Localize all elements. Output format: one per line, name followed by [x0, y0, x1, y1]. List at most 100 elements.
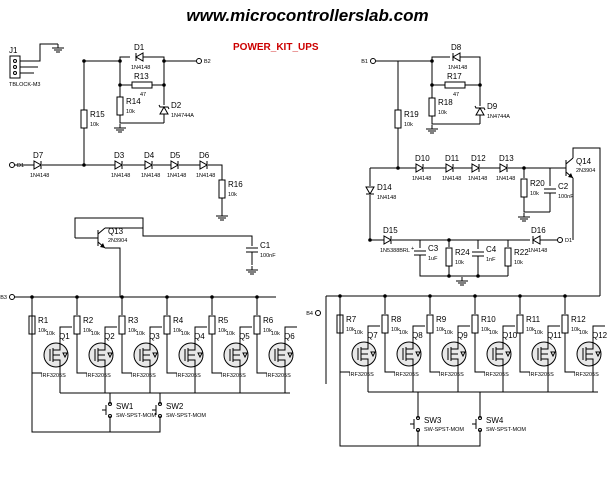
resistor-r24-value: 10k [455, 260, 464, 266]
left-bank-resistor-r6-ref: R6 [263, 316, 274, 325]
switch-sw2-value: SW-SPST-MOM [166, 413, 206, 419]
resistor-r15 [80, 109, 88, 129]
right-bank-resistor-r9-ref: R9 [436, 315, 447, 324]
left-bank-q3-mosfet [143, 359, 151, 367]
wire [105, 247, 121, 297]
wire [152, 61, 165, 86]
wire [367, 325, 380, 342]
transistor-q14-value: 2N3904 [576, 168, 595, 174]
wire [392, 239, 421, 248]
junction-dot [518, 294, 522, 298]
right-bank-resistor-r7-ref: R7 [346, 315, 357, 324]
zener-d2-ref: D2 [171, 101, 182, 110]
wire [284, 326, 297, 343]
left-bank-resistor-r5-ref: R5 [218, 316, 229, 325]
left-bank-q2-body-diode [107, 352, 113, 359]
capacitor-c4-value: 1nF [486, 257, 496, 263]
transistor-q14 [565, 157, 574, 165]
diode-d14-value: 1N4148 [377, 195, 396, 201]
left-bank-q2-ref: Q2 [104, 332, 115, 341]
resistor-r20 [520, 178, 528, 198]
left-bank-resistor-r3-value: 10k [128, 328, 137, 334]
left-bank-q6-value: IRF3205S [266, 373, 291, 379]
net-terminal [315, 310, 321, 316]
net-terminal [9, 294, 15, 300]
diode-d1-value: 1N4148 [131, 65, 150, 71]
left-bank-q6-mosfet [278, 343, 286, 351]
wire [431, 61, 445, 86]
junction-dot [255, 295, 259, 299]
left-bank-q5-value: IRF3205S [221, 373, 246, 379]
right-bank-q11-body-diode [550, 351, 556, 358]
right-bank-resistor-r9-value: 10k [436, 327, 445, 333]
left-bank-q6-ref: Q6 [284, 332, 295, 341]
zener-d9 [475, 106, 485, 116]
right-bank-q7-value: IRF3205S [349, 372, 374, 378]
right-bank-resistor-r12-value: 10k [571, 327, 580, 333]
wire [376, 60, 399, 110]
transistor-q13 [97, 227, 106, 235]
junction-dot [210, 295, 214, 299]
switch-sw2-ref: SW2 [166, 402, 184, 411]
diode-d13-ref: D13 [499, 154, 514, 163]
diode-d5-value: 1N4148 [167, 173, 186, 179]
left-bank-q1-mosfet [53, 343, 61, 351]
left-bank-resistor-r1-value: 10k [38, 328, 47, 334]
right-bank-q10-mosfet [496, 342, 504, 350]
left-bank-resistor-r4-ref: R4 [173, 316, 184, 325]
junction-dot [563, 294, 567, 298]
left-bank-resistor-r6 [253, 315, 261, 335]
zener-d9-value: 1N4744A [487, 114, 510, 120]
capacitor-c2-value: 100nF [558, 194, 574, 200]
left-bank-q5-body-diode [242, 352, 248, 359]
switch-sw3-value: SW-SPST-MOM [424, 427, 464, 433]
wire [104, 326, 117, 343]
left-bank-resistor-r1-ref: R1 [38, 316, 49, 325]
diode-d11-ref: D11 [445, 154, 460, 163]
diode-d8-value: 1N4148 [448, 65, 467, 71]
left-bank-q1-mosfet [53, 359, 61, 367]
left-bank-resistor-r4 [163, 315, 171, 335]
wire [98, 56, 130, 62]
wire [523, 197, 550, 213]
left-bank-q5-mosfet [233, 359, 241, 367]
diode-d6-ref: D6 [199, 151, 210, 160]
wire [143, 56, 196, 62]
resistor-r19 [394, 109, 402, 129]
transistor-q14-emitter-arrow [568, 173, 573, 178]
left-bank-q4-ref: Q4 [194, 332, 205, 341]
diode-d12 [471, 163, 481, 173]
resistor-r16-value: 10k [228, 192, 237, 198]
capacitor-c1-value: 100nF [260, 253, 276, 259]
left-bank-q6-body-diode [287, 352, 293, 359]
right-bank-resistor-r10-ref: R10 [481, 315, 496, 324]
right-bank-q10-mosfet [496, 358, 504, 366]
left-bank-r4-value2: 10k [181, 331, 190, 337]
wire [20, 43, 58, 62]
diode-d11-value: 1N4148 [442, 176, 461, 182]
left-bank-q2-mosfet [98, 359, 106, 367]
left-bank-resistor-r4-value: 10k [173, 328, 182, 334]
left-bank-q4-body-diode [197, 352, 203, 359]
right-bank-resistor-r8 [381, 314, 389, 334]
left-bank-resistor-r2-value: 10k [83, 328, 92, 334]
wire [31, 297, 110, 433]
capacitor-c3-value: 1uF [428, 256, 438, 262]
wire [592, 325, 605, 342]
diode-d10-value: 1N4148 [412, 176, 431, 182]
zener-d2-value: 1N4744A [171, 113, 194, 119]
diode-d16-ref: D16 [531, 226, 546, 235]
right-bank-r12-value2: 10k [579, 330, 588, 336]
schematic-title: POWER_KIT_UPS [233, 42, 319, 53]
right-bank-q10-ref: Q10 [502, 331, 518, 340]
junction-dot [120, 295, 124, 299]
resistor-r20-ref: R20 [530, 179, 545, 188]
right-bank-q8-value: IRF3205S [394, 372, 419, 378]
resistor-r22 [504, 247, 512, 267]
right-bank-resistor-r7-value: 10k [346, 327, 355, 333]
wire [194, 326, 207, 343]
right-bank-resistor-r11-ref: R11 [526, 315, 541, 324]
junction-dot [75, 295, 79, 299]
right-bank-q8-mosfet [406, 358, 414, 366]
wire [211, 334, 222, 374]
